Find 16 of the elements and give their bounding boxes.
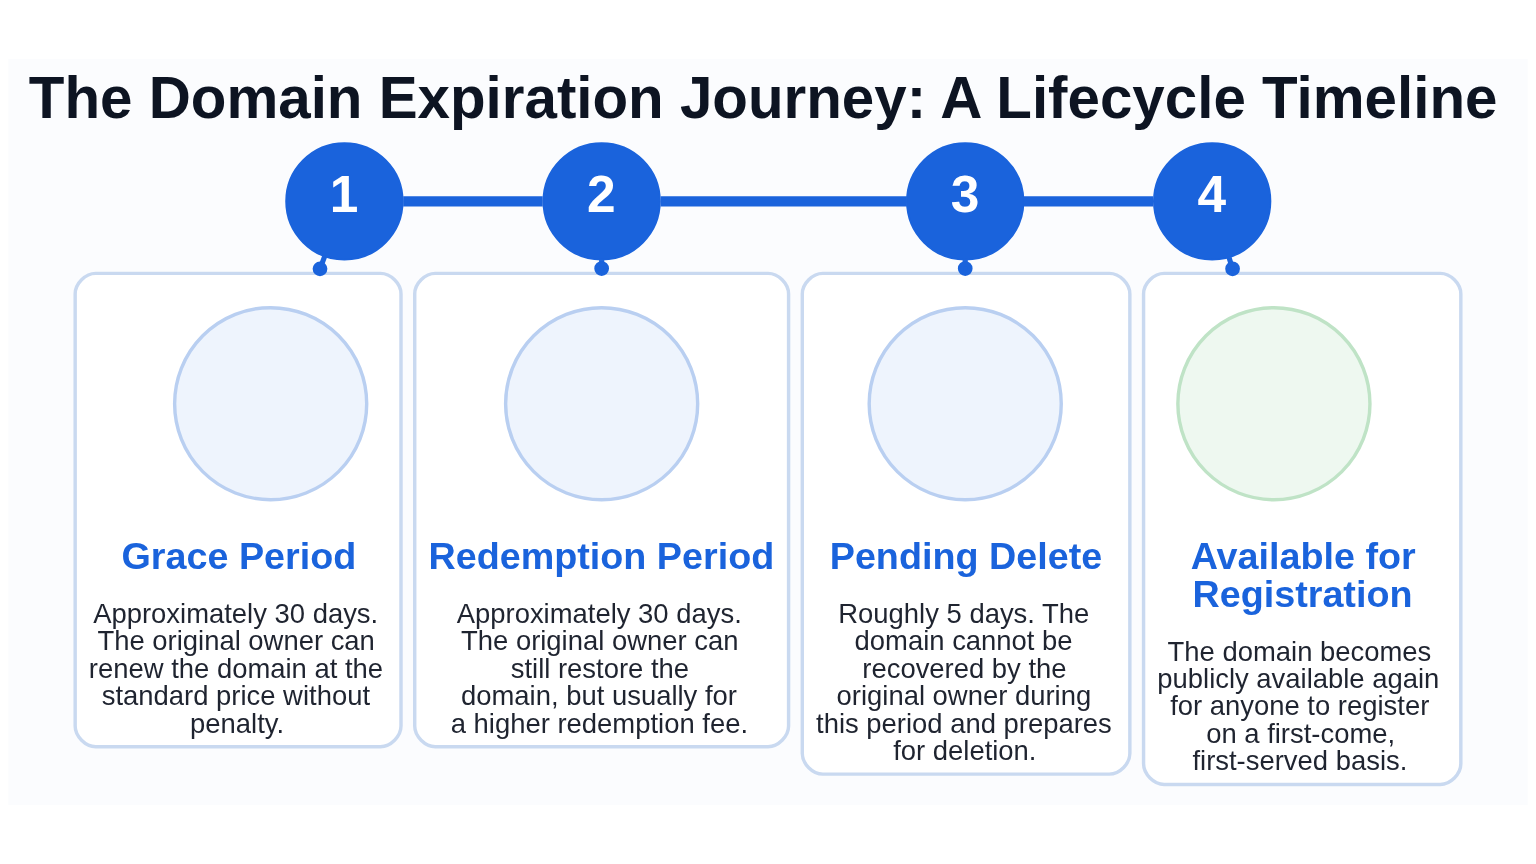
node-circle: 1: [285, 142, 404, 261]
connector: [660, 196, 907, 207]
node-circle: 3: [906, 142, 1025, 261]
node-circle: [1176, 305, 1372, 502]
cluster: Redemption Period Approximately 30 days. The original owner can still restore the domain, but usually for a higher redemption fee.: [413, 271, 791, 749]
node-circle: [172, 305, 369, 502]
node-circle: [503, 305, 700, 502]
cluster: Pending Delete Roughly 5 days. The domain cannot be recovered by the original owner during this period and prepares for deletion.: [800, 271, 1132, 776]
connector: [403, 196, 543, 207]
node-circle: [867, 305, 1063, 502]
cluster: Available for Registration The domain becomes publicly available again for anyone to register on a first-come, first-served basis.: [1141, 271, 1463, 787]
node-circle: 2: [542, 142, 661, 261]
cluster: Grace Period Approximately 30 days. The original owner can renew the domain at the standard price without penalty.: [73, 271, 403, 749]
diagram-title: The Domain Expiration Journey: A Lifecycle Timeline: [28, 64, 1498, 130]
node-circle: 4: [1153, 142, 1272, 261]
connector: [1023, 196, 1154, 207]
